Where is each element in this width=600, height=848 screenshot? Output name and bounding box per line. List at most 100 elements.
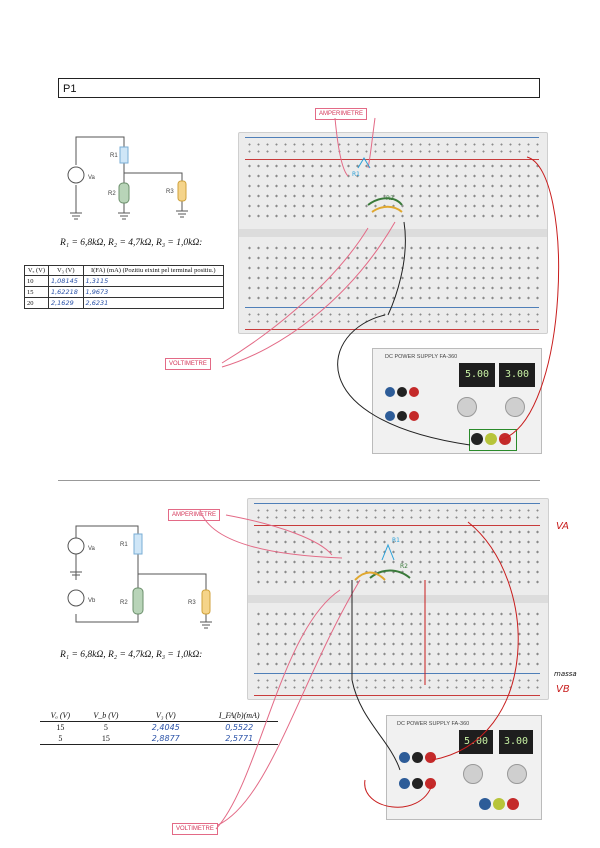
- display-left: 5.00: [459, 363, 495, 387]
- breadboard-1: [238, 132, 548, 334]
- display-right: 3.00: [499, 730, 533, 754]
- ammeter-lead: [367, 117, 376, 169]
- psu-brand: DC POWER SUPPLY FA-360: [385, 354, 458, 360]
- terminal-red[interactable]: [425, 752, 436, 763]
- voltage-source-a: [67, 166, 85, 184]
- terminal-black[interactable]: [412, 752, 423, 763]
- terminal-blue[interactable]: [399, 752, 410, 763]
- wires-2: R1 R2: [199, 509, 519, 830]
- resistor-r1: [119, 146, 129, 164]
- power-supply-2: DC POWER SUPPLY FA-360 5.00 3.00: [386, 715, 542, 820]
- knob-left[interactable]: [457, 397, 477, 417]
- circuit-schematic-1: Va R1 R2 R3: [67, 136, 188, 220]
- circuit-schematic-2: Va Vb R1 R2 R3: [67, 525, 212, 629]
- r2-breadboard-label: R2: [400, 563, 408, 570]
- psu-brand: DC POWER SUPPLY FA-360: [397, 721, 470, 727]
- black-wire: [351, 679, 401, 771]
- voltmeter-lead: [217, 579, 361, 826]
- terminal-black[interactable]: [471, 433, 483, 445]
- resistor-r3: [177, 180, 187, 202]
- terminal-red[interactable]: [409, 387, 419, 397]
- terminal-black[interactable]: [397, 387, 407, 397]
- r3-label: R3: [188, 600, 196, 606]
- red-wire: [431, 521, 519, 761]
- resistor-r3: [371, 205, 403, 213]
- r1-breadboard-label: R1: [392, 537, 400, 544]
- display-left: 5.00: [459, 730, 493, 754]
- knob-right[interactable]: [507, 764, 527, 784]
- black-wire: [337, 314, 471, 446]
- source-b-label: Vb: [88, 598, 96, 604]
- terminal-black[interactable]: [397, 411, 407, 421]
- resistor-r1: [357, 157, 371, 169]
- voltage-source-b: [67, 589, 85, 607]
- r2-label: R2: [108, 191, 116, 197]
- terminal-blue[interactable]: [385, 411, 395, 421]
- vb-annotation: VB: [556, 684, 570, 695]
- terminal-green[interactable]: [485, 433, 497, 445]
- col-header: V_b (V): [80, 710, 132, 722]
- source-label: Va: [88, 175, 96, 181]
- resistor-values-1: R₁ = 6,8kΩ, R₂ = 4,7kΩ, R₃ = 1,0kΩ:: [60, 238, 203, 248]
- voltmeter-lead: [215, 589, 341, 830]
- source-a-label: Va: [88, 546, 96, 552]
- resistor-r2: [367, 197, 403, 206]
- voltage-source-a: [67, 537, 85, 555]
- knob-right[interactable]: [505, 397, 525, 417]
- ammeter-lead: [225, 514, 333, 556]
- terminal-blue[interactable]: [385, 387, 395, 397]
- r1-label: R1: [110, 153, 118, 159]
- breadboard-2: [247, 498, 549, 700]
- output-terminals: [469, 429, 517, 451]
- ammeter-label-2: AMPERIMETRE: [168, 509, 221, 521]
- section-divider: [58, 480, 540, 481]
- ammeter-lead: [334, 117, 349, 177]
- terminal-blue[interactable]: [399, 778, 410, 789]
- r1-breadboard-label: R1: [352, 171, 360, 178]
- va-annotation: VA: [556, 521, 570, 532]
- voltmeter-label-1: VOLTIMETRE: [165, 358, 211, 370]
- resistor-r2: [118, 182, 130, 204]
- wires-1: R1 R2: [221, 117, 560, 446]
- massa-annotation: massa: [554, 670, 577, 678]
- measurements-table-1: Vₐ (V) V₃ (V) I(FA) (mA) (Pozitiu eixint…: [24, 265, 225, 309]
- display-right: 3.00: [499, 363, 535, 387]
- terminal-red[interactable]: [409, 411, 419, 421]
- r3-label: R3: [166, 189, 174, 195]
- voltmeter-label-2: VOLTIMETRE: [172, 823, 218, 835]
- terminal-red[interactable]: [425, 778, 436, 789]
- voltmeter-lead: [221, 221, 396, 368]
- red-wire: [364, 779, 433, 808]
- r2-label: R2: [120, 600, 128, 606]
- resistor-r2: [132, 587, 144, 615]
- r1-label: R1: [120, 542, 128, 548]
- terminal-green[interactable]: [493, 798, 505, 810]
- voltmeter-lead: [221, 227, 369, 364]
- terminal-blue[interactable]: [479, 798, 491, 810]
- terminal-black[interactable]: [412, 778, 423, 789]
- terminal-red[interactable]: [507, 798, 519, 810]
- ammeter-label-1: AMPERIMETRE: [315, 108, 368, 120]
- page-title: P1: [63, 83, 77, 95]
- r2-breadboard-label: R2: [386, 195, 394, 202]
- knob-left[interactable]: [463, 764, 483, 784]
- ammeter-lead: [199, 509, 343, 559]
- page-title-box: P1: [58, 78, 540, 98]
- terminal-red[interactable]: [499, 433, 511, 445]
- red-wire: [499, 156, 560, 441]
- black-wire: [387, 221, 406, 316]
- col-header: V₃ (V): [131, 710, 201, 722]
- col-header: I_FA(b)(mA): [200, 710, 278, 722]
- resistor-r2: [369, 569, 411, 579]
- col-header: Vₐ (V): [40, 710, 81, 722]
- power-supply-1: DC POWER SUPPLY FA-360 5.00 3.00: [372, 348, 542, 454]
- resistor-r1: [133, 533, 143, 555]
- resistor-r3: [354, 571, 386, 581]
- resistor-values-2: R₁ = 6,8kΩ, R₂ = 4,7kΩ, R₃ = 1,0kΩ:: [60, 650, 203, 660]
- resistor-r3: [201, 589, 211, 615]
